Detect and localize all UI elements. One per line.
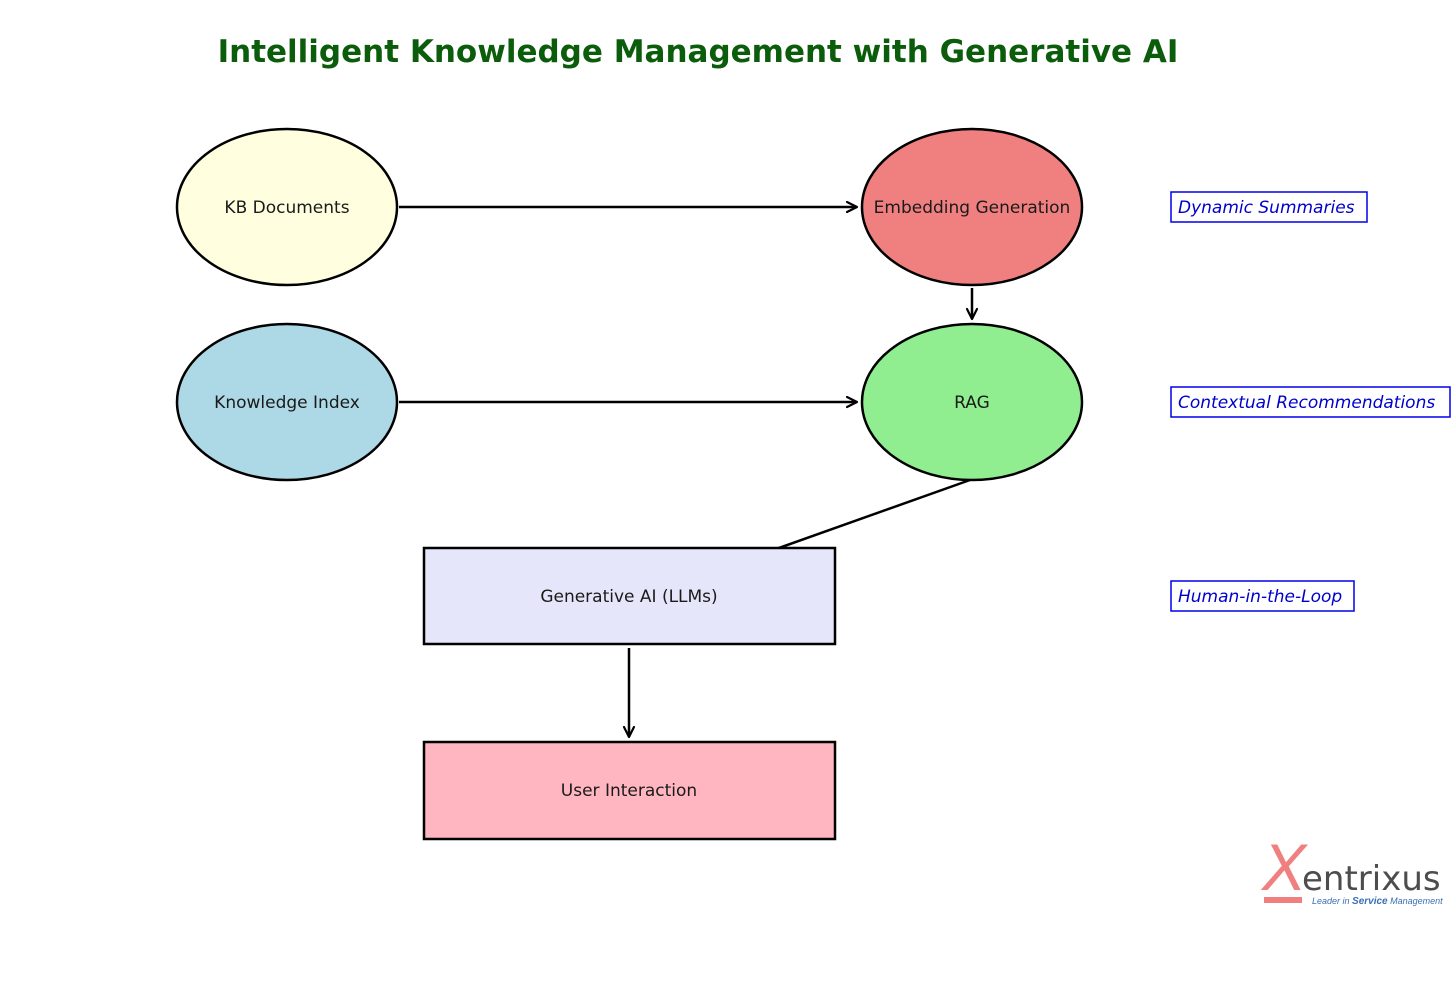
node-embedding-generation-shape <box>860 127 1084 287</box>
edges <box>399 200 979 739</box>
node-knowledge-index-label: Knowledge Index <box>214 393 360 413</box>
logo-tagline: Leader in Service Management <box>1312 896 1443 907</box>
node-kb-documents-shape <box>175 127 399 287</box>
node-generative-ai-shape <box>422 546 837 646</box>
node-rag-shape <box>860 322 1084 482</box>
node-kb-documents-label: KB Documents <box>224 198 349 218</box>
side-label-dynamic-summaries: Dynamic Summaries <box>1170 191 1368 223</box>
node-generative-ai: Generative AI (LLMs) <box>422 546 837 646</box>
logo-tagline-bold: Service <box>1352 896 1388 907</box>
node-knowledge-index: Knowledge Index <box>175 322 399 482</box>
xentrixus-logo: X entrixus Leader in Service Management <box>1260 830 1443 907</box>
logo-tagline-pre: Leader in <box>1312 896 1352 906</box>
side-label-human-in-the-loop-box <box>1170 580 1355 612</box>
node-generative-ai-label: Generative AI (LLMs) <box>540 587 717 607</box>
side-label-human-in-the-loop-text: Human-in-the-Loop <box>1178 587 1342 607</box>
side-label-contextual-recommendations: Contextual Recommendations <box>1170 386 1451 418</box>
side-label-dynamic-summaries-text: Dynamic Summaries <box>1178 198 1355 218</box>
side-label-dynamic-summaries-box <box>1170 191 1368 223</box>
node-embedding-generation-label: Embedding Generation <box>874 198 1071 218</box>
node-embedding-generation: Embedding Generation <box>860 127 1084 287</box>
side-label-human-in-the-loop: Human-in-the-Loop <box>1170 580 1355 612</box>
diagram-title: Intelligent Knowledge Management with Ge… <box>218 34 1179 70</box>
node-rag-label: RAG <box>954 393 990 413</box>
node-kb-documents: KB Documents <box>175 127 399 287</box>
logo-underline <box>1264 897 1302 903</box>
logo-wordmark: entrixus <box>1302 859 1441 899</box>
node-rag: RAG <box>860 322 1084 482</box>
node-knowledge-index-shape <box>175 322 399 482</box>
side-label-contextual-recommendations-box <box>1170 386 1451 418</box>
side-label-contextual-recommendations-text: Contextual Recommendations <box>1178 393 1435 413</box>
logo-tagline-post: Management <box>1388 896 1444 906</box>
node-user-interaction-label: User Interaction <box>561 781 697 801</box>
node-user-interaction-shape <box>422 740 837 841</box>
logo-initial: X <box>1260 830 1309 904</box>
node-user-interaction: User Interaction <box>422 740 837 841</box>
